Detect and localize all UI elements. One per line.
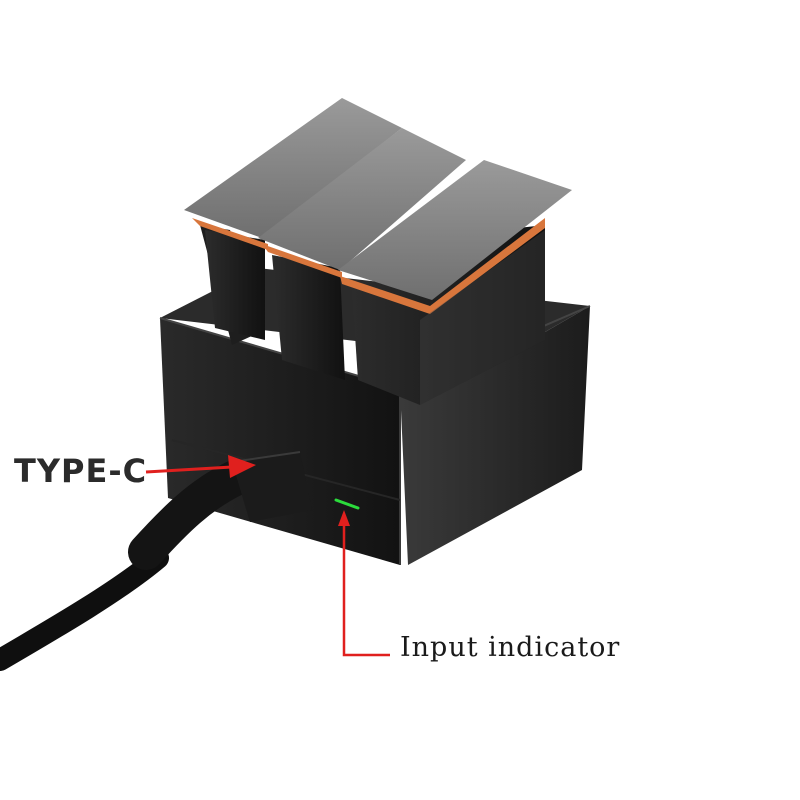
input-indicator-pointer bbox=[338, 510, 390, 657]
type-c-cable bbox=[0, 451, 312, 671]
type-c-label: TYPE-C bbox=[14, 452, 148, 490]
battery-2 bbox=[258, 128, 466, 380]
type-c-arrow bbox=[145, 455, 256, 478]
battery-3 bbox=[338, 160, 572, 405]
battery-1 bbox=[184, 98, 402, 345]
input-indicator-led bbox=[334, 498, 360, 510]
input-indicator-label: Input indicator bbox=[400, 632, 621, 663]
